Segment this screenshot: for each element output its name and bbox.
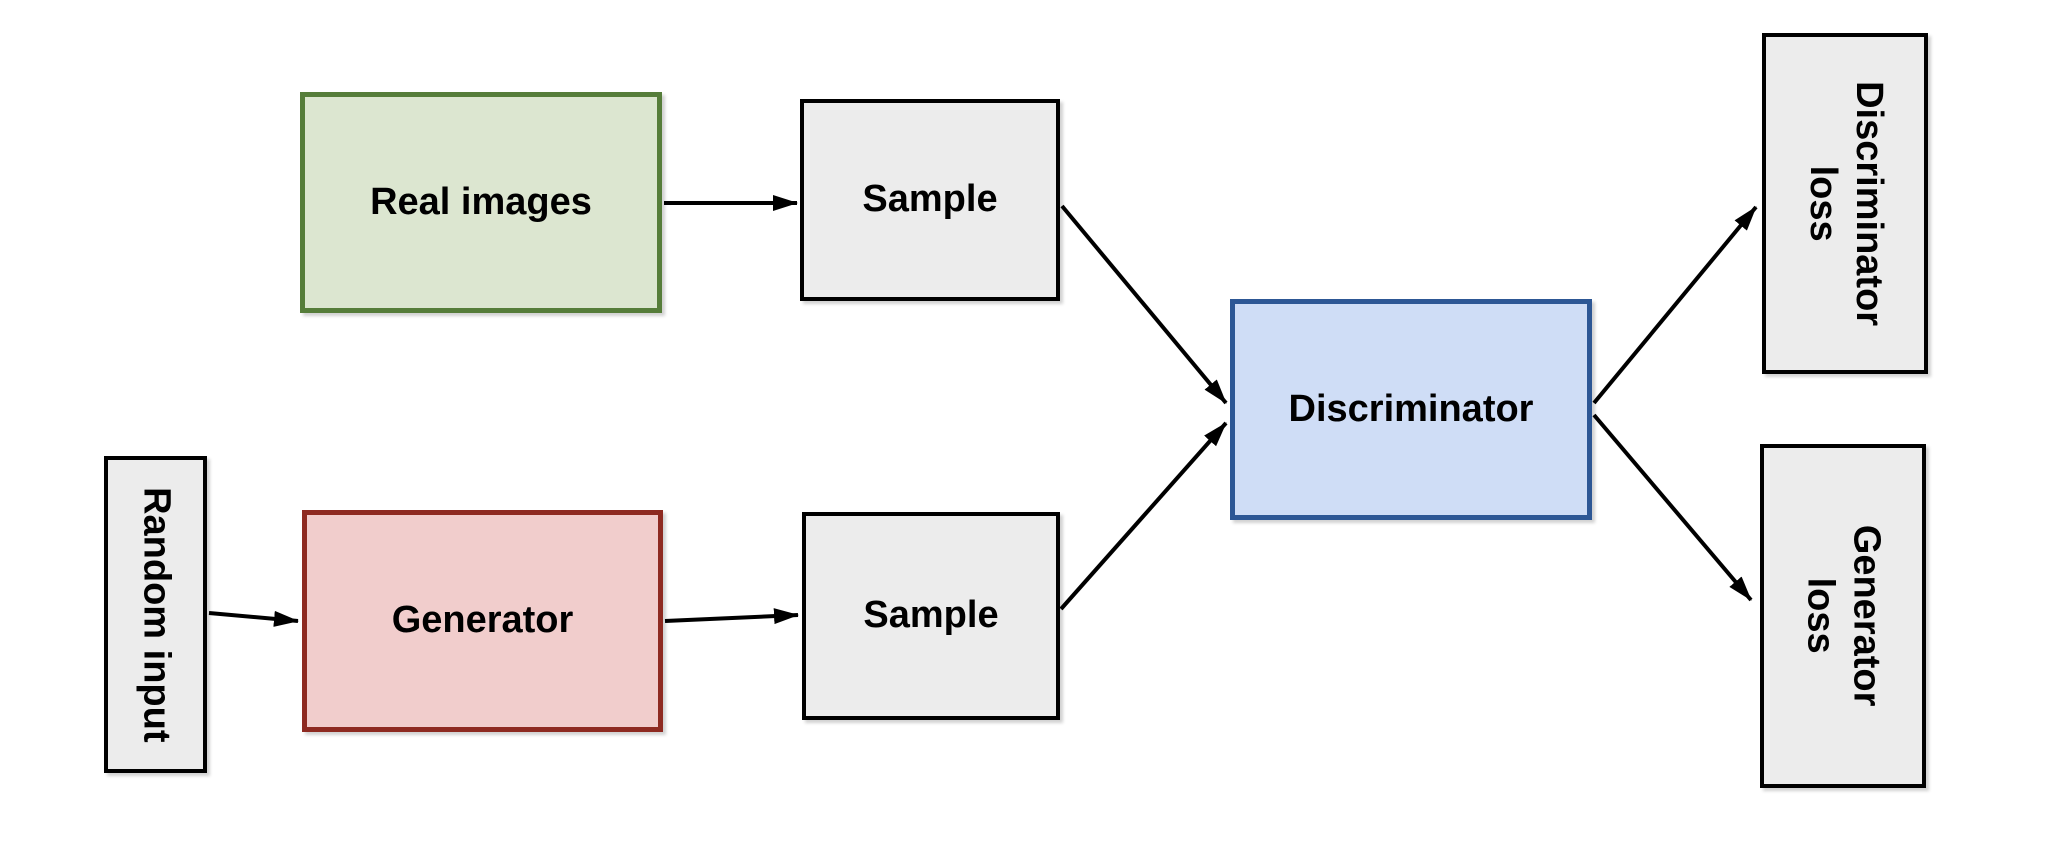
random-input-node: Random input: [104, 456, 207, 773]
discriminator-node: Discriminator: [1230, 299, 1592, 520]
discriminator-loss-label: Discriminator loss: [1802, 81, 1890, 326]
arrow-random-input-to-generator: [208, 610, 299, 627]
random-input-label: Random input: [135, 486, 178, 743]
discriminator-label: Discriminator: [1288, 387, 1534, 430]
arrow-generator-to-sample: [664, 608, 799, 625]
arrow-discriminator-to-generator-loss: [1592, 413, 1753, 602]
sample-generated-node: Sample: [802, 512, 1060, 720]
generator-loss-node: Generator loss: [1760, 444, 1926, 788]
sample-real-node: Sample: [800, 99, 1060, 301]
arrow-discriminator-to-discriminator-loss: [1592, 205, 1758, 405]
discriminator-loss-node: Discriminator loss: [1762, 33, 1928, 374]
generator-loss-label: Generator loss: [1800, 525, 1888, 707]
sample-generated-label: Sample: [863, 594, 999, 637]
sample-real-label: Sample: [862, 178, 998, 221]
arrow-sample-top-to-discriminator: [1060, 204, 1228, 405]
generator-label: Generator: [391, 599, 574, 642]
real-images-node: Real images: [300, 92, 662, 313]
real-images-label: Real images: [370, 180, 592, 223]
generator-node: Generator: [302, 510, 663, 732]
arrow-sample-bottom-to-discriminator: [1059, 421, 1228, 611]
